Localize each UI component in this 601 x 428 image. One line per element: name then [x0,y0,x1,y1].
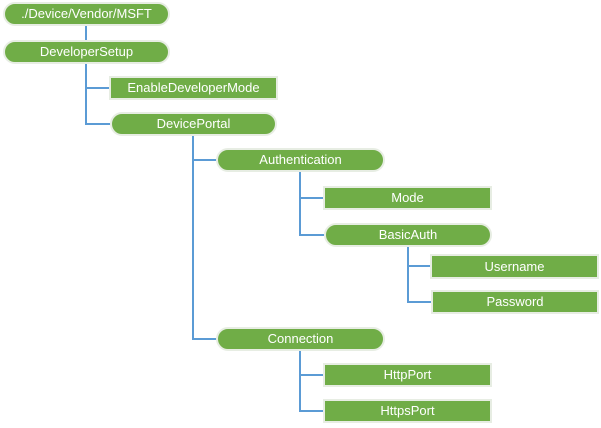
node-https-port: HttpsPort [323,399,492,423]
node-device-portal: DevicePortal [110,112,277,136]
node-root: ./Device/Vendor/MSFT [3,2,170,26]
connector-deviceportal-trunk [192,136,216,340]
connector-developersetup-trunk [85,64,110,125]
node-password: Password [431,290,599,314]
node-developer-setup: DeveloperSetup [3,40,170,64]
node-username: Username [430,254,599,279]
node-enable-developer-mode: EnableDeveloperMode [109,76,278,100]
node-http-port: HttpPort [323,363,492,387]
connector-basicauth-trunk [407,247,431,303]
node-basic-auth: BasicAuth [324,223,492,247]
connector-connection-trunk [299,351,323,412]
node-mode: Mode [323,186,492,210]
node-connection: Connection [216,327,385,351]
node-authentication: Authentication [216,148,385,172]
connector-authentication-trunk [299,172,324,236]
